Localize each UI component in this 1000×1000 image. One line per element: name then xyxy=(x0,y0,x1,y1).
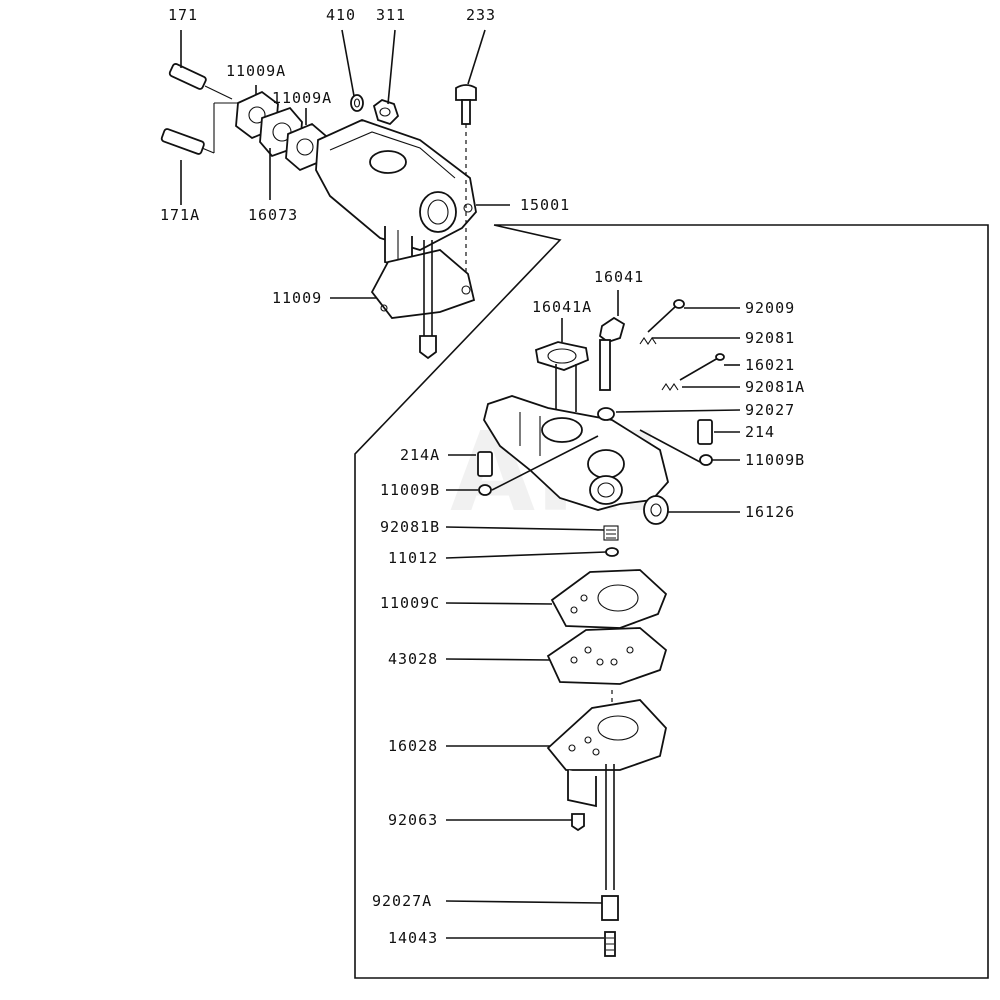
washer-11009b-right[interactable] xyxy=(699,454,713,466)
part-92027[interactable] xyxy=(597,407,615,421)
label-14043[interactable]: 14043 xyxy=(388,929,438,947)
lever-16041[interactable] xyxy=(599,316,626,391)
label-11012[interactable]: 11012 xyxy=(388,549,438,567)
screw-16021[interactable] xyxy=(679,353,725,381)
label-92063[interactable]: 92063 xyxy=(388,811,438,829)
label-92027[interactable]: 92027 xyxy=(745,401,795,419)
washer-11009b-left[interactable] xyxy=(478,484,492,496)
label-92081a[interactable]: 92081A xyxy=(745,378,805,396)
pin-14043[interactable] xyxy=(604,931,616,957)
callout-frame xyxy=(354,224,989,979)
label-16073[interactable]: 16073 xyxy=(248,206,298,224)
gasket-11009c[interactable] xyxy=(550,569,668,629)
label-11009a-1[interactable]: 11009A xyxy=(226,62,286,80)
lower-assembly xyxy=(477,299,725,957)
cap-16126[interactable] xyxy=(643,495,669,525)
label-410[interactable]: 410 xyxy=(326,6,356,24)
label-16126[interactable]: 16126 xyxy=(745,503,795,521)
label-16041a[interactable]: 16041A xyxy=(532,298,592,316)
upper-assembly xyxy=(160,63,477,360)
label-171a[interactable]: 171A xyxy=(160,206,200,224)
plug-92063[interactable] xyxy=(571,813,585,832)
part-labels: 171 171A 11009A 11009A 16073 410 311 233… xyxy=(160,6,805,947)
carburetor-body[interactable] xyxy=(483,395,669,511)
sleeve-92027a[interactable] xyxy=(601,895,619,921)
label-214a[interactable]: 214A xyxy=(400,446,440,464)
label-11009a-2[interactable]: 11009A xyxy=(272,89,332,107)
nut-311[interactable] xyxy=(372,98,400,126)
label-16028[interactable]: 16028 xyxy=(388,737,438,755)
spring-92081a[interactable] xyxy=(661,383,679,391)
label-311[interactable]: 311 xyxy=(376,6,406,24)
gasket-11009[interactable] xyxy=(370,249,476,319)
cover-16028[interactable] xyxy=(546,699,667,890)
shaft[interactable] xyxy=(419,240,437,360)
spring-92081b[interactable] xyxy=(603,525,619,541)
label-11009b-left[interactable]: 11009B xyxy=(380,481,440,499)
bolt-214a[interactable] xyxy=(477,451,493,477)
label-11009b-right[interactable]: 11009B xyxy=(745,451,805,469)
label-171[interactable]: 171 xyxy=(168,6,198,24)
label-233[interactable]: 233 xyxy=(466,6,496,24)
stud-171a[interactable] xyxy=(160,128,215,155)
label-214[interactable]: 214 xyxy=(745,423,775,441)
label-92081b[interactable]: 92081B xyxy=(380,518,440,536)
diaphragm-43028[interactable] xyxy=(546,627,668,685)
pipe-16041a[interactable] xyxy=(534,341,590,412)
label-92009[interactable]: 92009 xyxy=(745,299,795,317)
label-16021[interactable]: 16021 xyxy=(745,356,795,374)
body-15001[interactable] xyxy=(315,119,477,270)
washer-410[interactable] xyxy=(350,94,364,112)
label-11009[interactable]: 11009 xyxy=(272,289,322,307)
ring-11012[interactable] xyxy=(605,547,619,557)
label-11009c[interactable]: 11009C xyxy=(380,594,440,612)
bolt-214[interactable] xyxy=(697,419,713,445)
screw-233[interactable] xyxy=(455,84,477,125)
label-16041[interactable]: 16041 xyxy=(594,268,644,286)
label-15001[interactable]: 15001 xyxy=(520,196,570,214)
label-92081[interactable]: 92081 xyxy=(745,329,795,347)
leader-lines xyxy=(180,29,741,939)
label-92027a[interactable]: 92027A xyxy=(372,892,432,910)
label-43028[interactable]: 43028 xyxy=(388,650,438,668)
spring-92081[interactable] xyxy=(639,337,657,345)
stud-171[interactable] xyxy=(168,63,233,100)
screw-92009[interactable] xyxy=(647,299,685,333)
